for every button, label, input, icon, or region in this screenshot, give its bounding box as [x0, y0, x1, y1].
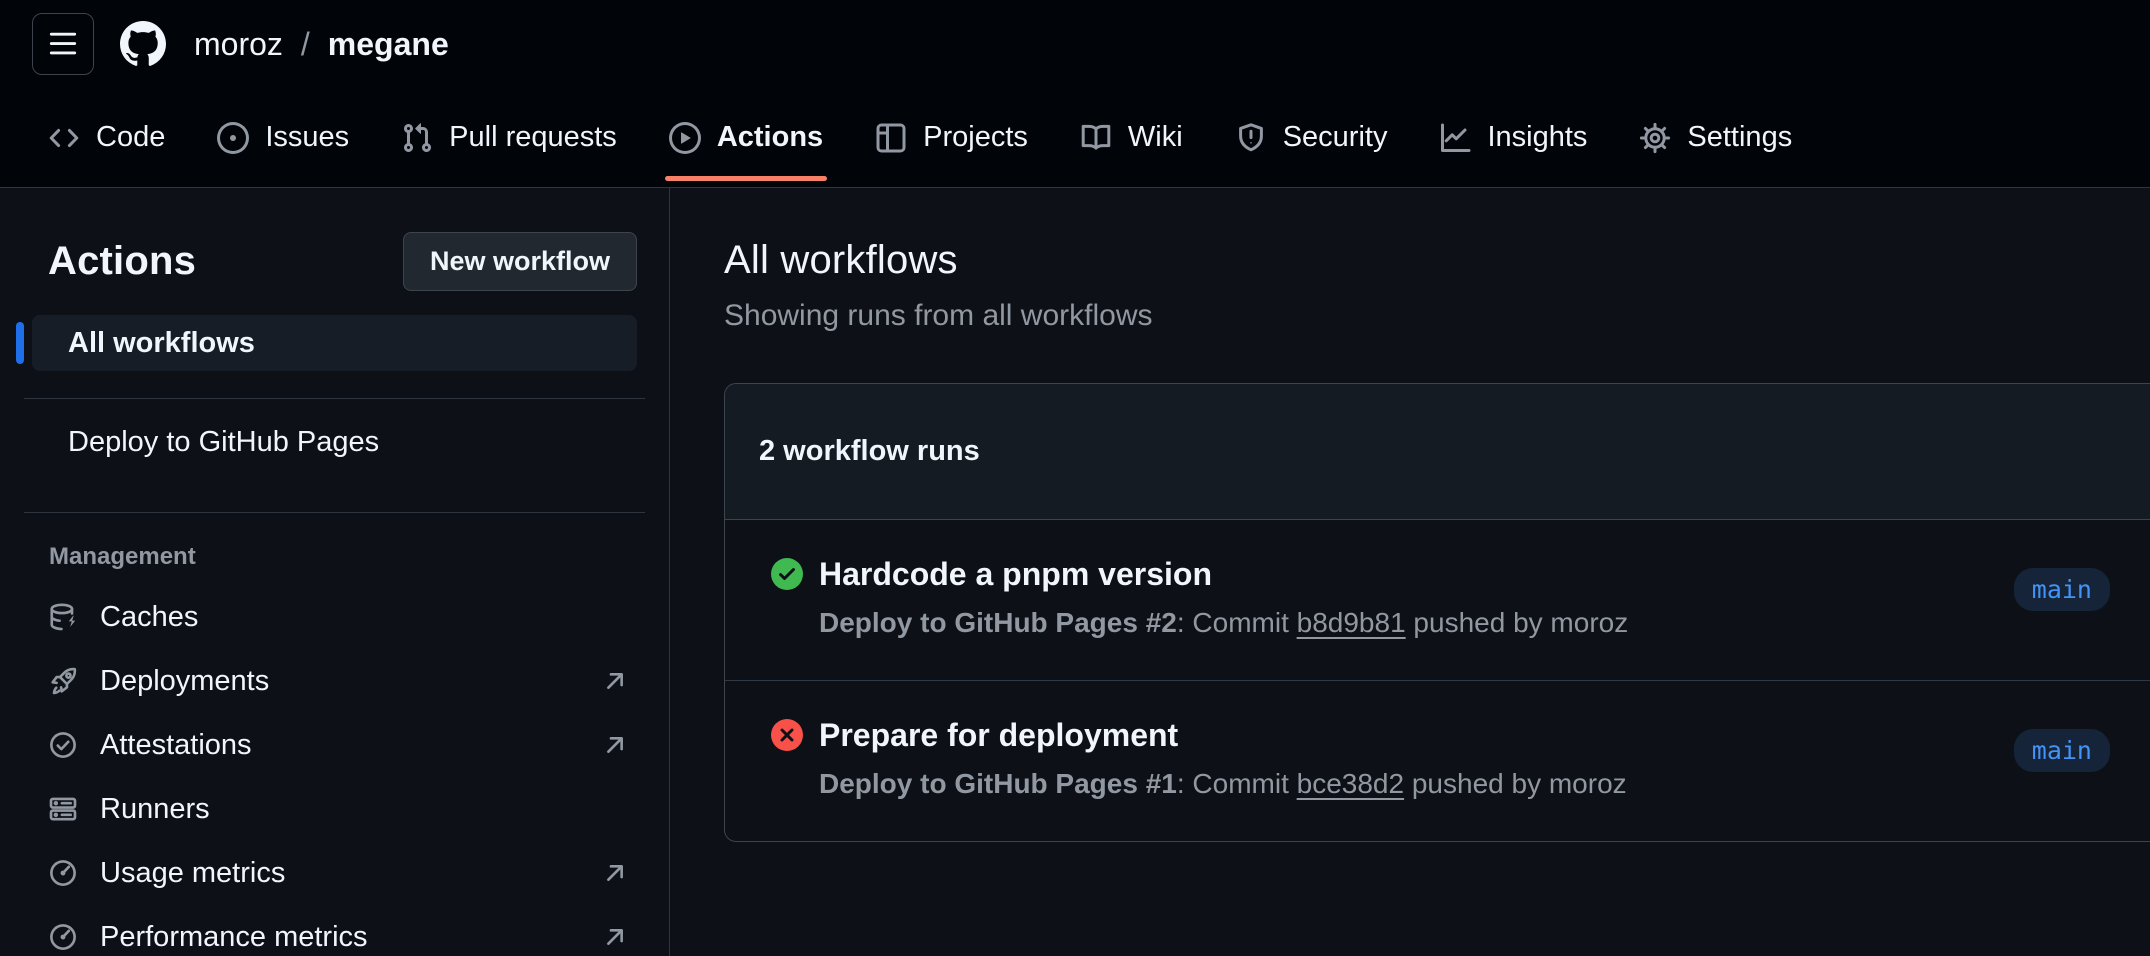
tab-label: Security: [1283, 121, 1388, 154]
tab-label: Issues: [265, 121, 349, 154]
run-workflow-ref: Deploy to GitHub Pages #1: [819, 768, 1177, 799]
sidebar-item-label: Usage metrics: [100, 855, 285, 891]
run-workflow-ref: Deploy to GitHub Pages #2: [819, 607, 1177, 638]
app-header: moroz / megane Code Issues: [0, 0, 2150, 188]
success-check-circle-icon: [771, 558, 803, 590]
external-arrow-icon: [601, 667, 629, 695]
run-title-link[interactable]: Hardcode a pnpm version: [819, 556, 1212, 592]
header-row: moroz / megane: [0, 0, 2150, 88]
run-title-link[interactable]: Prepare for deployment: [819, 717, 1178, 753]
verified-icon: [48, 730, 78, 760]
sidebar-item-deployments[interactable]: Deployments: [32, 649, 637, 713]
branch-badge[interactable]: main: [2014, 568, 2110, 611]
repo-nav-tabs: Code Issues Pull requests Actions: [0, 88, 2150, 187]
hamburger-menu-button[interactable]: [32, 13, 94, 75]
tab-settings[interactable]: Settings: [1613, 88, 1818, 187]
sidebar-item-label: Runners: [100, 791, 210, 827]
new-workflow-button[interactable]: New workflow: [403, 232, 637, 291]
run-pushed-by: pushed by moroz: [1406, 607, 1629, 638]
tab-label: Code: [96, 121, 165, 154]
rocket-icon: [48, 666, 78, 696]
run-line: Prepare for deployment: [771, 717, 1990, 753]
git-pull-request-icon: [401, 122, 433, 154]
page-title: All workflows: [724, 238, 2150, 283]
sidebar-divider: [24, 512, 645, 513]
tab-label: Actions: [717, 121, 823, 154]
external-arrow-icon: [601, 859, 629, 887]
run-subtitle: Deploy to GitHub Pages #1: Commit bce38d…: [819, 767, 1990, 801]
server-icon: [48, 794, 78, 824]
breadcrumb-separator: /: [301, 26, 310, 63]
failure-x-circle-icon: [771, 719, 803, 751]
workflow-runs-main: All workflows Showing runs from all work…: [670, 188, 2150, 956]
gear-icon: [1639, 122, 1671, 154]
tab-label: Wiki: [1128, 121, 1183, 154]
tab-security[interactable]: Security: [1209, 88, 1414, 187]
external-arrow-icon: [601, 731, 629, 759]
sidebar-item-usage-metrics[interactable]: Usage metrics: [32, 841, 637, 905]
tab-label: Settings: [1687, 121, 1792, 154]
meter-icon: [48, 922, 78, 952]
breadcrumb-repo-link[interactable]: megane: [328, 26, 449, 63]
breadcrumb: moroz / megane: [194, 26, 449, 63]
actions-sidebar: Actions New workflow All workflows Deplo…: [0, 188, 670, 956]
tab-pull-requests[interactable]: Pull requests: [375, 88, 643, 187]
sidebar-title: Actions: [48, 239, 196, 284]
workflow-runs-panel: 2 workflow runs Hardcode a pnpm version …: [724, 383, 2150, 842]
sidebar-item-label: Performance metrics: [100, 919, 368, 955]
external-arrow-icon: [601, 923, 629, 951]
three-bars-icon: [48, 29, 78, 59]
commit-link[interactable]: bce38d2: [1297, 768, 1404, 799]
run-commit-prefix: : Commit: [1177, 768, 1297, 799]
sidebar-item-performance-metrics[interactable]: Performance metrics: [32, 905, 637, 956]
tab-code[interactable]: Code: [22, 88, 191, 187]
book-icon: [1080, 122, 1112, 154]
content: Actions New workflow All workflows Deplo…: [0, 188, 2150, 956]
sidebar-item-caches[interactable]: Caches: [32, 585, 637, 649]
project-table-icon: [875, 122, 907, 154]
sidebar-item-attestations[interactable]: Attestations: [32, 713, 637, 777]
sidebar-item-label: Caches: [100, 599, 198, 635]
tab-issues[interactable]: Issues: [191, 88, 375, 187]
run-pushed-by: pushed by moroz: [1404, 768, 1627, 799]
sidebar-item-label: Deployments: [100, 663, 269, 699]
management-heading: Management: [49, 543, 637, 571]
sidebar-header: Actions New workflow: [32, 232, 637, 291]
tab-projects[interactable]: Projects: [849, 88, 1054, 187]
github-mark-icon: [120, 21, 166, 67]
sidebar-item-runners[interactable]: Runners: [32, 777, 637, 841]
code-icon: [48, 122, 80, 154]
tab-actions[interactable]: Actions: [643, 88, 849, 187]
run-line: Hardcode a pnpm version: [771, 556, 1990, 592]
branch-badge[interactable]: main: [2014, 729, 2110, 772]
run-commit-prefix: : Commit: [1177, 607, 1297, 638]
run-subtitle: Deploy to GitHub Pages #2: Commit b8d9b8…: [819, 606, 1990, 640]
commit-link[interactable]: b8d9b81: [1297, 607, 1406, 638]
graph-icon: [1439, 122, 1471, 154]
workflow-run-row[interactable]: Prepare for deployment Deploy to GitHub …: [725, 680, 2150, 841]
shield-icon: [1235, 122, 1267, 154]
tab-label: Pull requests: [449, 121, 617, 154]
sidebar-item-label: Attestations: [100, 727, 252, 763]
sidebar-item-deploy-to-github-pages[interactable]: Deploy to GitHub Pages: [32, 399, 637, 485]
issue-opened-icon: [217, 122, 249, 154]
tab-label: Insights: [1487, 121, 1587, 154]
tab-label: Projects: [923, 121, 1028, 154]
meter-icon: [48, 858, 78, 888]
workflow-run-row[interactable]: Hardcode a pnpm version Deploy to GitHub…: [725, 520, 2150, 680]
tab-wiki[interactable]: Wiki: [1054, 88, 1209, 187]
workflow-runs-count: 2 workflow runs: [725, 384, 2150, 520]
cache-icon: [48, 602, 78, 632]
github-logo[interactable]: [120, 21, 166, 67]
sidebar-item-all-workflows[interactable]: All workflows: [32, 315, 637, 371]
breadcrumb-owner-link[interactable]: moroz: [194, 26, 283, 63]
play-circle-icon: [669, 122, 701, 154]
tab-insights[interactable]: Insights: [1413, 88, 1613, 187]
page-subtitle: Showing runs from all workflows: [724, 299, 2150, 333]
